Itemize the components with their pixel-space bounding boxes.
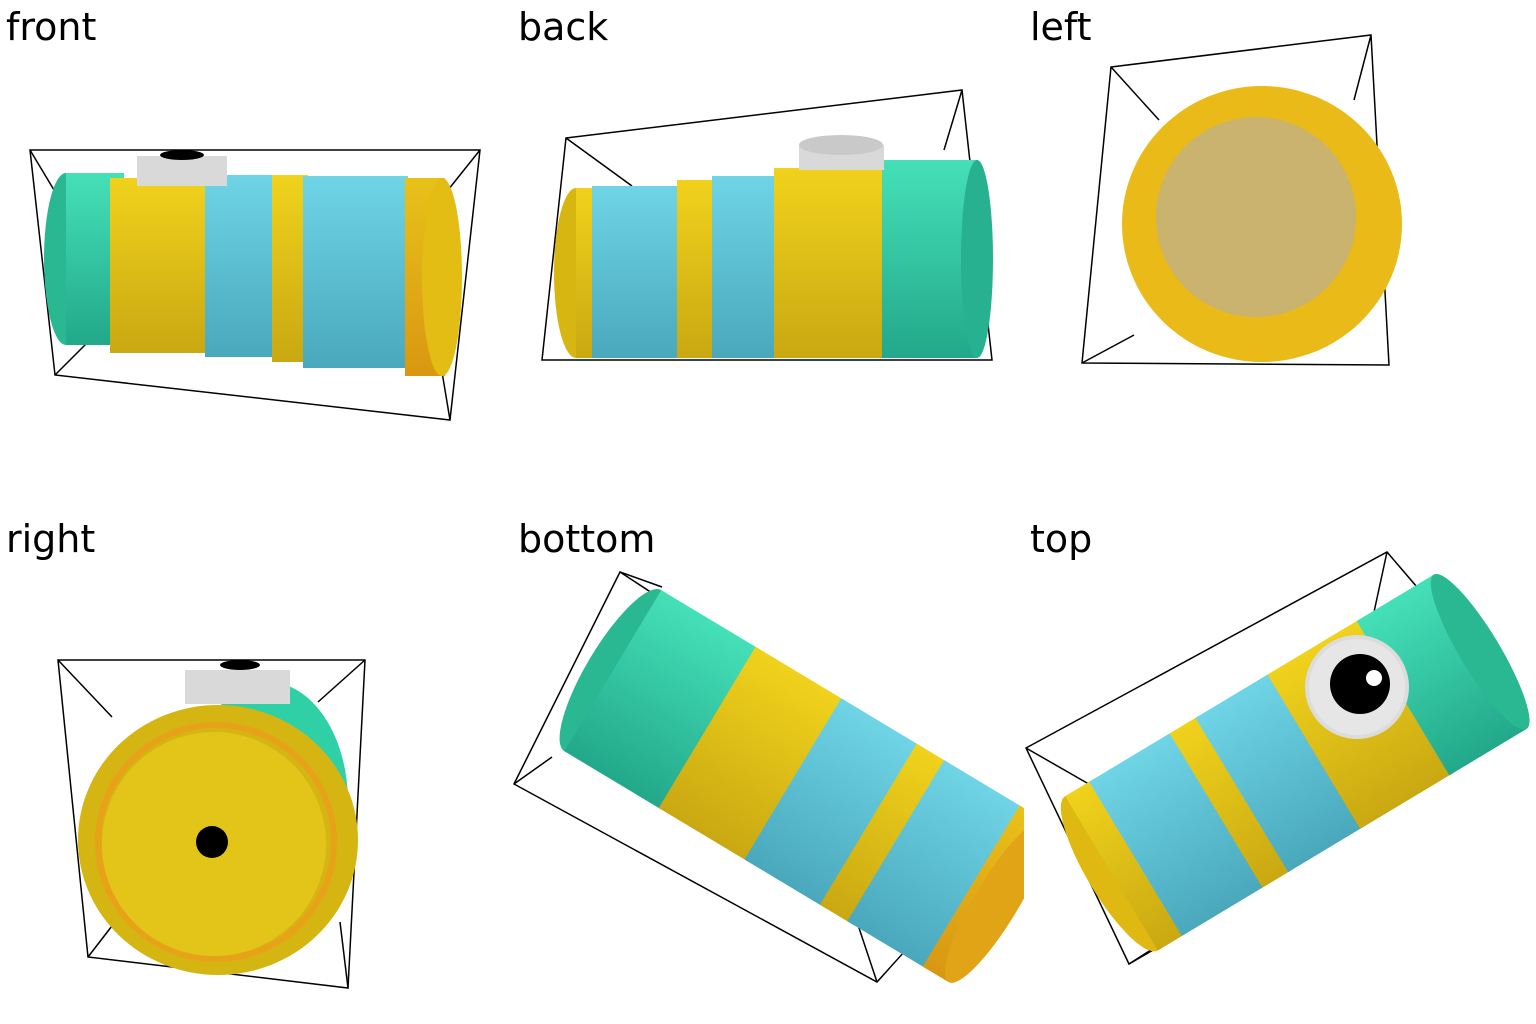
cap-protrusion	[799, 135, 884, 170]
bottom-render	[513, 570, 1024, 983]
view-panel-right: right	[0, 512, 512, 1024]
top-render	[1025, 551, 1530, 966]
view-label: front	[6, 5, 97, 49]
view-panel-left: left	[1024, 0, 1536, 512]
cap-protrusion	[185, 660, 290, 704]
front-render	[29, 149, 481, 421]
view-label: back	[518, 5, 609, 49]
bounding-box	[541, 89, 993, 361]
cylinder-body	[44, 173, 462, 376]
view-label: bottom	[518, 517, 656, 561]
cylinder-body	[1060, 573, 1530, 952]
view-label: right	[6, 517, 96, 561]
cylinder-body	[559, 589, 1024, 983]
view-panel-top: top	[1024, 512, 1536, 1024]
view-panel-front: front	[0, 0, 512, 512]
cylinder-body	[78, 682, 358, 975]
right-render	[57, 659, 366, 989]
cylinder-body	[554, 160, 993, 358]
bounding-box	[57, 659, 366, 989]
back-render	[541, 89, 993, 361]
view-panel-back: back	[512, 0, 1024, 512]
cap-protrusion	[137, 150, 227, 186]
bounding-box	[1081, 34, 1390, 366]
view-label: left	[1030, 5, 1092, 49]
left-render	[1081, 34, 1402, 366]
eye-cap	[1305, 635, 1409, 739]
view-panel-bottom: bottom	[512, 512, 1024, 1024]
view-label: top	[1030, 517, 1093, 561]
cylinder-body	[1122, 86, 1402, 362]
